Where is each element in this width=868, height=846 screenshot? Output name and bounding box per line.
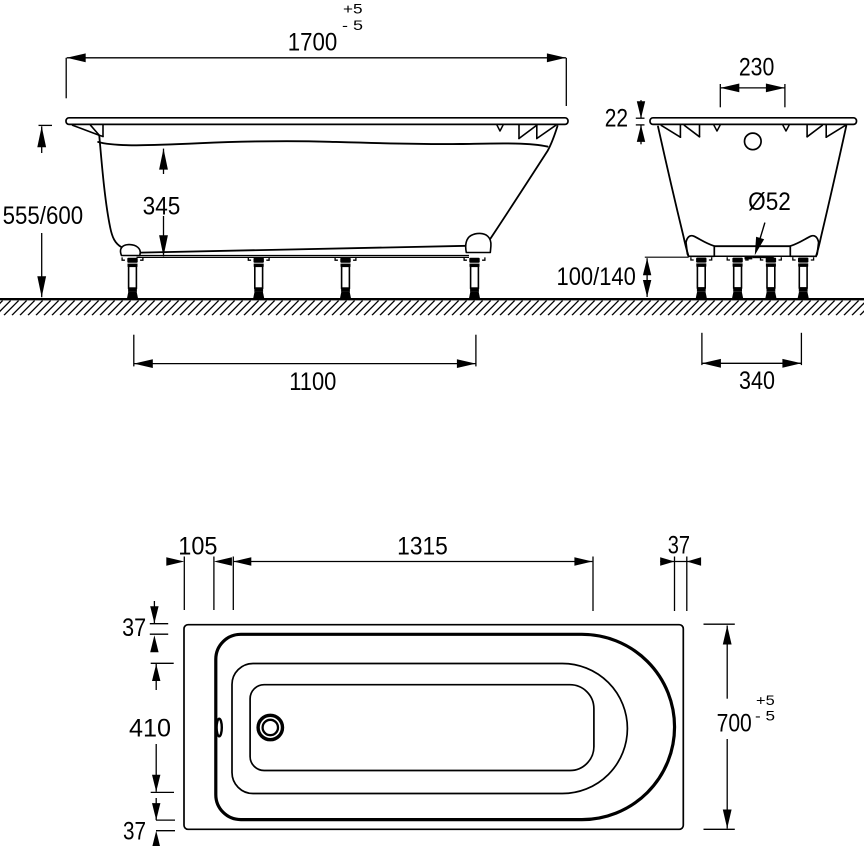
svg-text:37: 37 bbox=[122, 614, 146, 642]
svg-text:230: 230 bbox=[739, 54, 775, 82]
svg-text:1700: 1700 bbox=[288, 29, 338, 57]
svg-text:37: 37 bbox=[123, 817, 146, 845]
svg-text:345: 345 bbox=[143, 192, 181, 220]
svg-text:Ø52: Ø52 bbox=[748, 188, 791, 216]
svg-text:- 5: - 5 bbox=[755, 707, 775, 723]
svg-text:+5: +5 bbox=[343, 0, 363, 16]
svg-text:100/140: 100/140 bbox=[557, 263, 636, 291]
svg-text:555/600: 555/600 bbox=[3, 202, 84, 230]
svg-text:1315: 1315 bbox=[397, 533, 448, 561]
svg-text:- 5: - 5 bbox=[342, 17, 363, 33]
svg-text:37: 37 bbox=[668, 532, 690, 560]
svg-text:410: 410 bbox=[129, 715, 171, 743]
svg-text:1100: 1100 bbox=[289, 368, 336, 396]
svg-text:+5: +5 bbox=[756, 692, 775, 708]
svg-text:105: 105 bbox=[178, 533, 217, 561]
svg-text:22: 22 bbox=[605, 105, 628, 133]
svg-text:340: 340 bbox=[739, 367, 775, 395]
svg-text:700: 700 bbox=[717, 709, 752, 737]
